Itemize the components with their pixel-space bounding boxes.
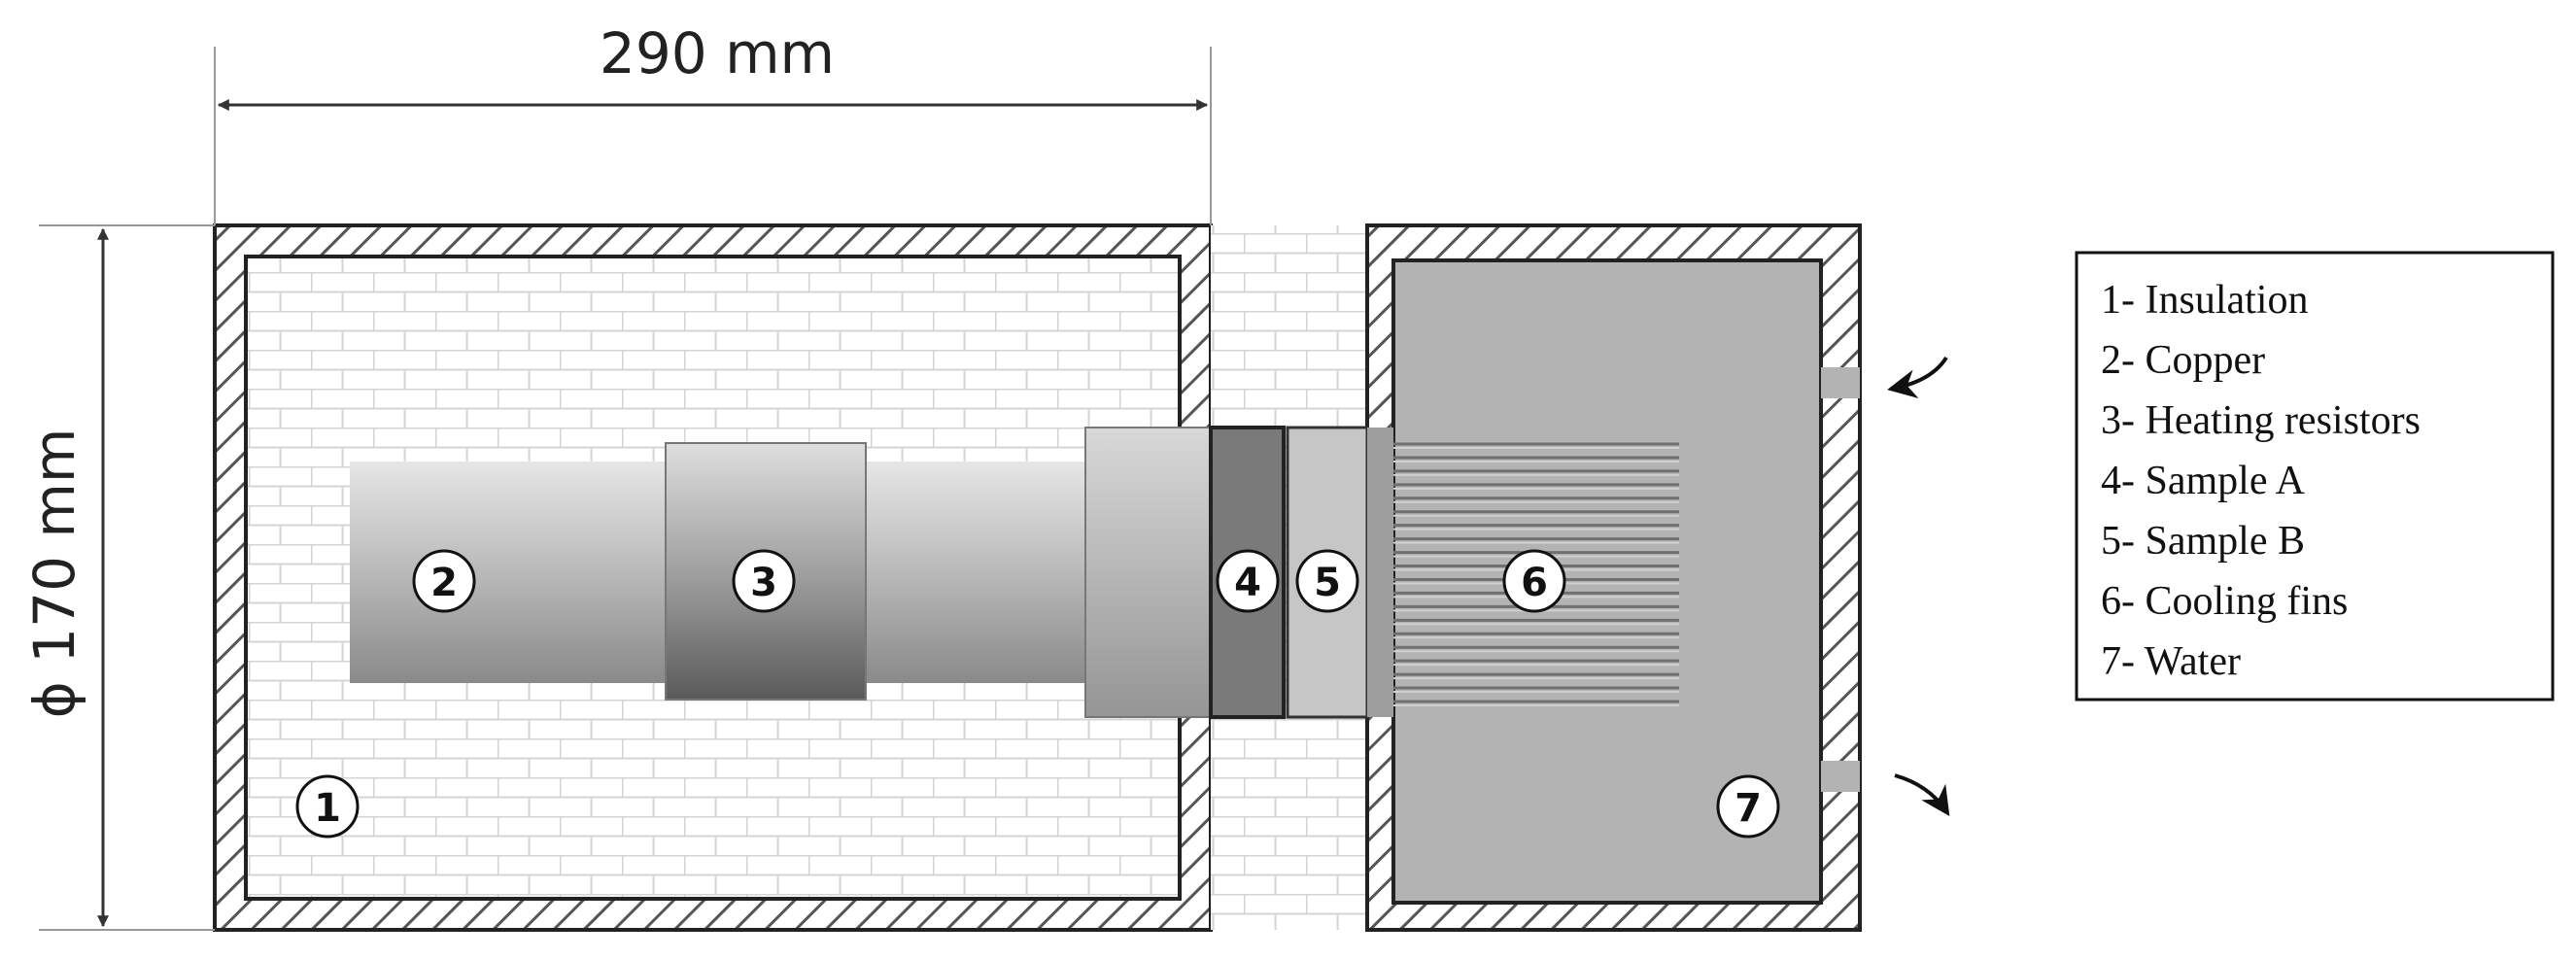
legend-item-sample-b: 5- Sample B — [2101, 519, 2305, 564]
legend-item-water: 7- Water — [2101, 639, 2241, 684]
legend-item-heating-resistors: 3- Heating resistors — [2101, 398, 2421, 443]
svg-text:6: 6 — [1521, 561, 1548, 605]
svg-text:2: 2 — [430, 561, 458, 605]
svg-text:1: 1 — [314, 786, 341, 831]
callout-3: 3 — [732, 549, 796, 613]
callout-6: 6 — [1502, 549, 1566, 613]
callout-5: 5 — [1295, 549, 1359, 613]
water-inlet-arrow — [1887, 356, 1948, 398]
cooling-fins — [1393, 442, 1679, 706]
callout-2: 2 — [412, 549, 476, 613]
copper-flange — [1084, 427, 1212, 718]
water-inlet-port — [1821, 367, 1860, 398]
callout-1: 1 — [295, 774, 360, 839]
callout-4: 4 — [1216, 549, 1280, 613]
sample-b-bleed — [1367, 428, 1393, 717]
diameter-dimension: ϕ 170 mm — [21, 224, 215, 931]
diameter-dimension-label: ϕ 170 mm — [21, 428, 87, 719]
legend: 1- Insulation 2- Copper 3- Heating resis… — [2075, 251, 2555, 702]
length-dimension: 290 mm — [214, 20, 1212, 225]
length-dimension-label: 290 mm — [600, 20, 835, 86]
callout-7: 7 — [1716, 774, 1780, 839]
legend-item-cooling-fins: 6- Cooling fins — [2101, 579, 2348, 624]
svg-text:3: 3 — [750, 561, 777, 605]
water-outlet-port — [1821, 761, 1860, 792]
right-housing — [1365, 223, 1862, 932]
svg-text:5: 5 — [1314, 561, 1341, 605]
legend-item-sample-a: 4- Sample A — [2101, 459, 2306, 503]
legend-item-copper: 2- Copper — [2101, 338, 2265, 383]
water-outlet-arrow — [1894, 773, 1950, 816]
legend-box — [2075, 251, 2555, 702]
legend-item-insulation: 1- Insulation — [2101, 278, 2308, 323]
svg-text:7: 7 — [1735, 786, 1762, 831]
svg-text:4: 4 — [1234, 561, 1261, 605]
